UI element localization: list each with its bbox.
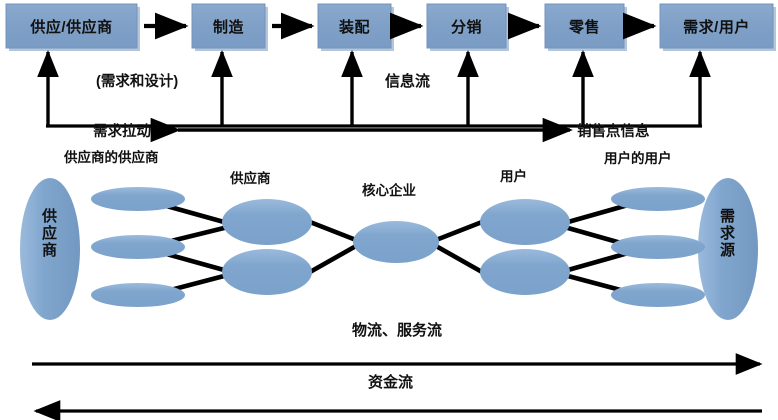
suppliers-suppliers-nodes bbox=[91, 187, 185, 307]
endcap-demand-source-ellipse bbox=[698, 178, 758, 320]
tier-label-customers: 用户 bbox=[500, 169, 527, 184]
endcap-label-supplier-char-1: 供 bbox=[42, 208, 58, 225]
label-capital-flow: 资金流 bbox=[368, 374, 414, 391]
endcap-label-supplier: 供 应 商 bbox=[42, 208, 58, 259]
endcap-label-demand-source-char-3: 源 bbox=[720, 241, 736, 259]
endcap-supplier-ellipse bbox=[20, 178, 80, 320]
label-pos-information: 销售点信息 bbox=[577, 124, 650, 140]
endcap-label-demand-source-char-1: 需 bbox=[720, 208, 736, 225]
endcap-label-demand-source: 需 求 源 bbox=[720, 208, 736, 259]
endcap-label-supplier-char-2: 应 bbox=[42, 224, 58, 242]
endcap-label-demand-source-char-2: 求 bbox=[720, 224, 736, 242]
suppliers-nodes bbox=[222, 199, 312, 295]
tier-label-core-enterprise: 核心企业 bbox=[362, 183, 416, 198]
tier-label-customers-customers: 用户的用户 bbox=[604, 151, 672, 166]
core-enterprise-node bbox=[353, 221, 439, 263]
tier-label-suppliers: 供应商 bbox=[230, 171, 271, 186]
customers-customers-nodes bbox=[611, 187, 705, 307]
information-flow-arrows bbox=[37, 49, 711, 126]
label-information-flow: 信息流 bbox=[385, 73, 431, 90]
customers-nodes bbox=[480, 199, 570, 295]
endcap-label-supplier-char-3: 商 bbox=[42, 241, 58, 259]
chain-box-group bbox=[5, 3, 776, 51]
label-demand-and-design: (需求和设计) bbox=[96, 74, 179, 90]
tier-label-suppliers-suppliers: 供应商的供应商 bbox=[64, 150, 159, 165]
label-demand-pull: 需求拉动 bbox=[93, 124, 151, 140]
label-logistics-service-flow: 物流、服务流 bbox=[352, 322, 443, 339]
